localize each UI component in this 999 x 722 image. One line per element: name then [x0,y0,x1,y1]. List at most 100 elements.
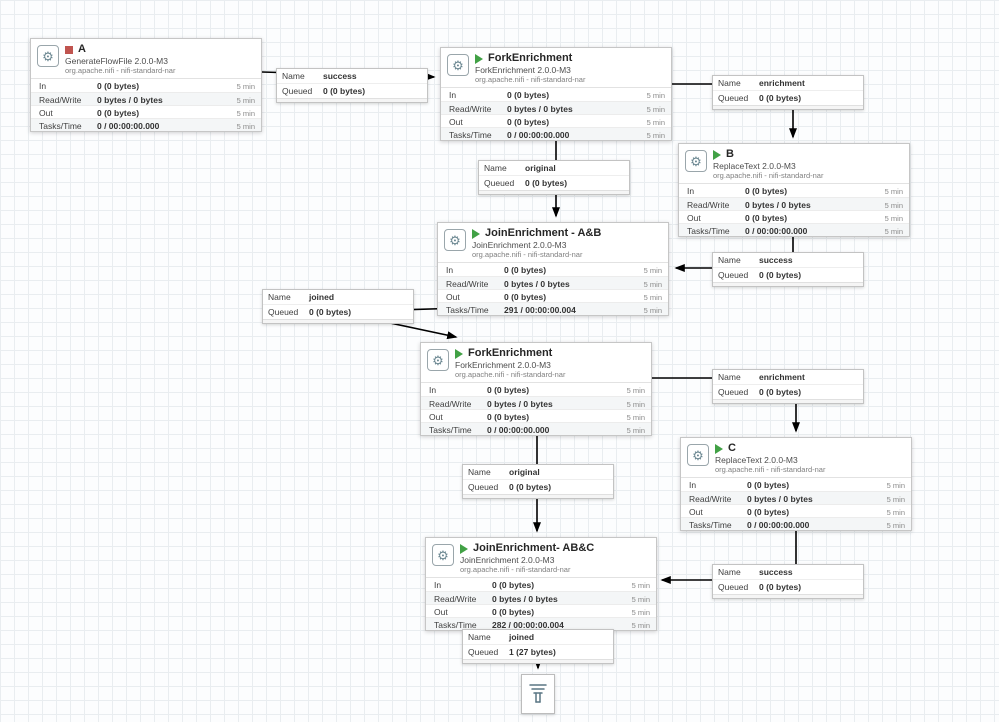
connection-queued-value: 0 (0 bytes) [525,178,568,188]
stat-value-in: 0 (0 bytes) [504,265,547,276]
connection-name-label: Name [282,71,305,81]
connection-queued-value: 0 (0 bytes) [309,307,352,317]
stat-window: 5 min [886,521,905,531]
stat-label-tasks-time: Tasks/Time [689,520,732,531]
processor-name: ForkEnrichment [468,347,553,359]
connection-name-value: success [759,567,793,577]
running-icon [460,543,468,554]
processor-bundle: org.apache.nifi - nifi-standard-nar [455,370,566,380]
stat-value-in: 0 (0 bytes) [745,186,788,197]
processor-name: JoinEnrichment - A&B [485,227,602,239]
connection-queued-label: Queued [282,86,313,96]
processor-c[interactable]: ⚙ C ReplaceText 2.0.0-M3 org.apache.nifi… [680,437,912,532]
stat-window: 5 min [643,306,662,316]
connection-queued-label: Queued [468,482,499,492]
stat-label-in: In [449,90,457,101]
connection-name-label: Name [484,163,507,173]
stat-label-tasks-time: Tasks/Time [434,620,477,631]
stat-window: 5 min [643,280,662,290]
connection-queued-label: Queued [468,647,499,657]
processor-name: JoinEnrichment- AB&C [473,542,595,554]
connection-queued-label: Queued [718,387,749,397]
stat-value-in: 0 (0 bytes) [97,81,140,92]
stat-label-read-write: Read/Write [689,494,732,505]
processor-type: GenerateFlowFile 2.0.0-M3 [65,56,168,67]
connection-queued-value: 0 (0 bytes) [759,582,802,592]
stat-label-out: Out [689,507,703,518]
connection-footer [463,659,613,663]
connection-queued-label: Queued [268,307,299,317]
stat-window: 5 min [884,201,903,211]
stat-value-read-write: 0 bytes / 0 bytes [504,279,570,290]
connection-name-label: Name [718,372,741,382]
processor-icon: ⚙ [444,229,466,251]
processor-joinenrichment-ab[interactable]: ⚙ JoinEnrichment - A&B JoinEnrichment 2.… [437,222,669,317]
processor-name: A [78,43,86,55]
connection-footer [713,594,863,598]
processor-bundle: org.apache.nifi - nifi-standard-nar [715,465,826,475]
processor-a[interactable]: ⚙ A GenerateFlowFile 2.0.0-M3 org.apache… [30,38,262,133]
stat-label-read-write: Read/Write [687,200,730,211]
stat-label-tasks-time: Tasks/Time [446,305,489,316]
processor-b[interactable]: ⚙ B ReplaceText 2.0.0-M3 org.apache.nifi… [678,143,910,238]
connection-name-value: original [509,467,540,477]
connection-queued-value: 0 (0 bytes) [509,482,552,492]
stat-value-tasks-time: 0 / 00:00:00.000 [747,520,810,531]
stat-label-out: Out [449,117,463,128]
stat-value-in: 0 (0 bytes) [507,90,550,101]
processor-header: ⚙ A GenerateFlowFile 2.0.0-M3 org.apache… [31,39,261,80]
processor-icon: ⚙ [37,45,59,67]
processor-name: ForkEnrichment [488,52,573,64]
stat-window: 5 min [646,105,665,115]
processor-bundle: org.apache.nifi - nifi-standard-nar [460,565,571,575]
stat-row-tasks-time: Tasks/Time 0 / 00:00:00.000 5 min [681,517,911,531]
connection-footer [713,399,863,403]
processor-header: ⚙ C ReplaceText 2.0.0-M3 org.apache.nifi… [681,438,911,479]
processor-forkenrichment-2[interactable]: ⚙ ForkEnrichment ForkEnrichment 2.0.0-M3… [420,342,652,437]
connection-name-value: joined [309,292,335,302]
stat-label-in: In [689,480,697,491]
stat-window: 5 min [643,266,662,276]
processor-titles: A GenerateFlowFile 2.0.0-M3 org.apache.n… [65,43,255,75]
processor-joinenrichment-abc[interactable]: ⚙ JoinEnrichment- AB&C JoinEnrichment 2.… [425,537,657,632]
processor-forkenrichment-1[interactable]: ⚙ ForkEnrichment ForkEnrichment 2.0.0-M3… [440,47,672,142]
stat-value-tasks-time: 0 / 00:00:00.000 [487,425,550,436]
processor-header: ⚙ JoinEnrichment - A&B JoinEnrichment 2.… [438,223,668,264]
funnel[interactable] [521,674,555,714]
stat-window: 5 min [631,595,650,605]
stat-label-out: Out [434,607,448,618]
stat-value-tasks-time: 0 / 00:00:00.000 [745,226,808,237]
stat-window: 5 min [646,131,665,141]
stat-label-tasks-time: Tasks/Time [429,425,472,436]
processor-bundle: org.apache.nifi - nifi-standard-nar [472,250,583,260]
running-icon [455,348,463,359]
stat-window: 5 min [631,608,650,618]
connection-queued-value: 0 (0 bytes) [759,387,802,397]
